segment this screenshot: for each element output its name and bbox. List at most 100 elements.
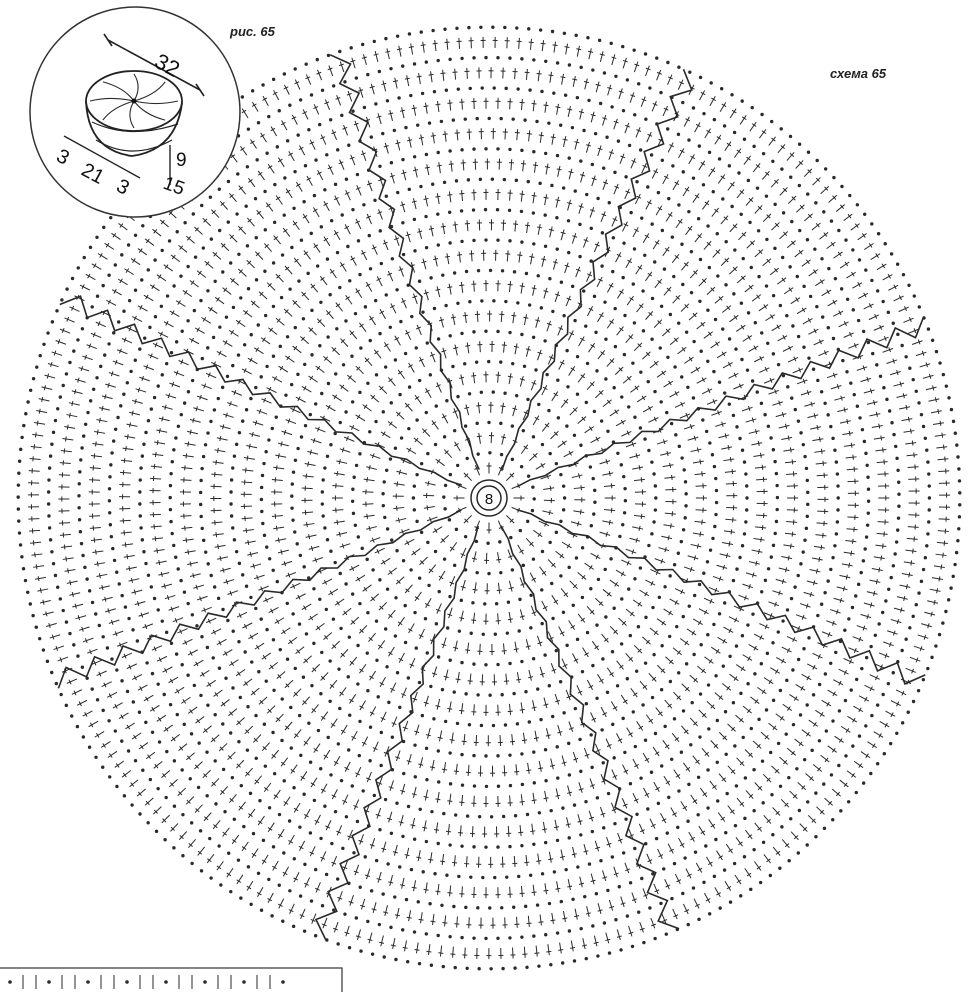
stitch-crossbar — [782, 278, 785, 282]
stitch-mark — [299, 145, 304, 155]
stitch-crossbar — [99, 573, 100, 578]
stitch-dot — [290, 494, 293, 497]
stitch-crossbar — [520, 194, 525, 195]
stitch-crossbar — [444, 676, 449, 677]
stitch-dot — [668, 635, 671, 638]
stitch-dot — [692, 886, 695, 889]
stitch-dot — [757, 229, 760, 232]
stitch-crossbar — [289, 640, 292, 644]
stitch-dot — [773, 460, 776, 463]
stitch-dot — [247, 287, 250, 290]
stitch-mark — [428, 728, 431, 739]
stitch-dot — [507, 601, 510, 604]
stitch-dot — [503, 392, 506, 395]
stitch-mark — [170, 383, 180, 387]
stitch-dot — [802, 443, 805, 446]
stitch-mark — [423, 259, 426, 270]
stitch-dot — [543, 339, 546, 342]
stitch-dot — [172, 284, 175, 287]
stitch-mark — [639, 824, 644, 834]
stitch-crossbar — [732, 469, 733, 474]
stitch-dot — [496, 663, 499, 666]
stitch-mark — [568, 879, 570, 890]
stitch-crossbar — [538, 533, 541, 537]
stitch-crossbar — [268, 828, 272, 831]
stitch-dot — [209, 420, 212, 423]
stitch-dot — [885, 398, 888, 401]
stitch-mark — [214, 450, 225, 452]
stitch-crossbar — [193, 573, 194, 578]
stitch-dot — [371, 568, 374, 571]
stitch-mark — [691, 449, 702, 451]
stitch-mark — [96, 574, 107, 576]
stitch-dot — [544, 779, 547, 782]
stitch-dot — [339, 627, 342, 630]
stitch-crossbar — [756, 561, 757, 566]
stitch-mark — [755, 527, 766, 528]
stitch-crossbar — [453, 348, 458, 349]
stitch-mark — [561, 230, 564, 241]
stitch-mark — [600, 532, 611, 535]
stitch-crossbar — [769, 680, 772, 684]
stitch-crossbar — [69, 413, 70, 418]
stitch-dot — [647, 544, 650, 547]
stitch-mark — [891, 619, 902, 622]
stitch-mark — [693, 194, 699, 203]
stitch-crossbar — [399, 822, 404, 823]
stitch-dot — [875, 363, 878, 366]
stitch-crossbar — [517, 255, 522, 256]
stitch-dot — [259, 375, 262, 378]
stitch-dot — [721, 197, 724, 200]
stitch-mark — [603, 115, 606, 126]
stitch-dot — [499, 422, 502, 425]
stitch-dot — [229, 731, 232, 734]
stitch-dot — [314, 402, 317, 405]
stitch-crossbar — [540, 673, 545, 674]
stitch-mark — [503, 643, 504, 654]
stitch-mark — [451, 161, 452, 172]
stitch-dot — [401, 928, 404, 931]
stitch-dot — [389, 326, 392, 329]
stitch-crossbar — [810, 592, 811, 597]
stitch-crossbar — [439, 320, 444, 321]
stitch-crossbar — [247, 456, 248, 461]
stitch-crossbar — [250, 141, 254, 144]
stitch-dot — [325, 873, 328, 876]
stitch-dot — [751, 612, 754, 615]
stitch-dot — [410, 315, 413, 318]
stitch-mark — [687, 629, 696, 635]
stitch-crossbar — [190, 430, 191, 435]
stitch-crossbar — [367, 514, 368, 519]
stitch-mark — [621, 695, 627, 704]
stitch-dot — [226, 375, 229, 378]
stitch-dot — [156, 682, 159, 685]
stitch-dot — [262, 462, 265, 465]
stitch-mark — [360, 834, 364, 844]
stitch-dot — [854, 594, 857, 597]
stitch-dot — [892, 433, 895, 436]
stitch-dot — [298, 622, 301, 625]
stitch-dot — [806, 479, 809, 482]
stitch-dot — [206, 346, 209, 349]
stitch-mark — [614, 867, 618, 877]
stitch-crossbar — [424, 889, 429, 890]
stitch-dot — [244, 205, 247, 208]
stitch-mark — [351, 256, 356, 266]
stitch-dot — [484, 937, 487, 940]
stitch-dot — [655, 837, 658, 840]
stitch-crossbar — [461, 586, 466, 587]
stitch-dot — [928, 496, 931, 499]
stitch-mark — [391, 173, 394, 184]
stitch-mark — [292, 115, 297, 125]
stitch-dot — [263, 270, 266, 273]
stitch-crossbar — [558, 732, 563, 733]
stitch-dot — [735, 567, 738, 570]
stitch-dot — [119, 404, 122, 407]
stitch-dot — [876, 703, 879, 706]
stitch-mark — [314, 104, 318, 114]
stitch-dot — [531, 485, 534, 488]
stitch-dot — [110, 535, 113, 538]
stitch-dot — [667, 197, 670, 200]
stitch-mark — [426, 388, 432, 398]
stitch-crossbar — [574, 142, 579, 143]
